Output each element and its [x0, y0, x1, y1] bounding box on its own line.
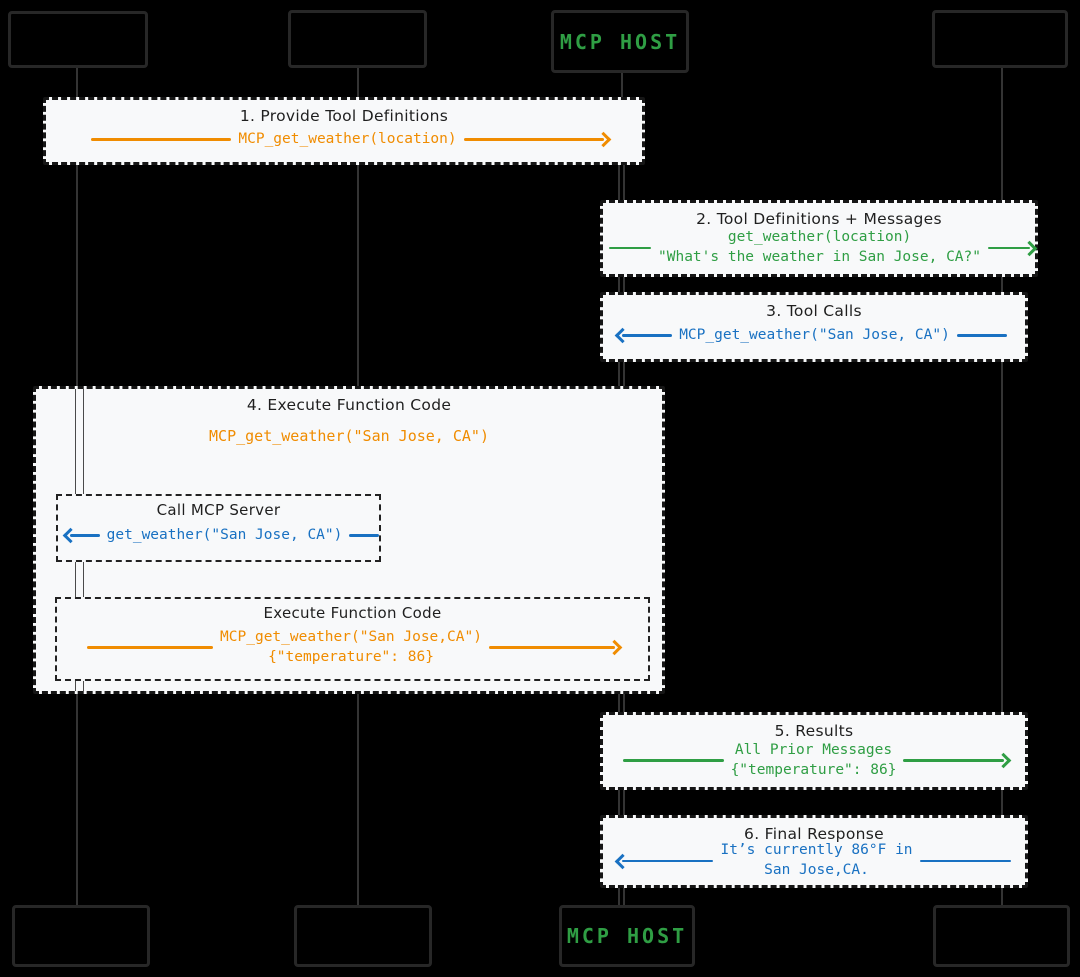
submessage-1-title: Call MCP Server — [156, 501, 281, 519]
message-2-tool-definitions-messages: 2. Tool Definitions + Messages get_weath… — [600, 200, 1038, 277]
message-4-title: 4. Execute Function Code — [246, 396, 452, 414]
message-6-final-response: 6. Final Response It’s currently 86°F in… — [600, 815, 1028, 888]
arrowhead-right-icon — [1021, 240, 1038, 256]
participant-box-top-4 — [932, 10, 1068, 68]
arrow-line — [87, 646, 214, 649]
lifeline-participant-4 — [1001, 66, 1003, 905]
message-2-code: get_weather(location) "What's the weathe… — [658, 229, 982, 265]
arrow-line — [609, 246, 651, 250]
participant-box-top-mcp-host: MCP HOST — [551, 10, 689, 73]
submessage-2-arrow-right: MCP_get_weather("San Jose,CA") {"tempera… — [57, 622, 648, 679]
submessage-1-code: get_weather("San Jose, CA") — [106, 526, 343, 543]
arrowhead-left-icon — [62, 527, 79, 544]
participant-box-bottom-4 — [933, 905, 1070, 967]
lifeline-mcp-host-stub — [621, 66, 623, 98]
message-6-title: 6. Final Response — [744, 825, 884, 843]
arrow-line — [623, 759, 724, 762]
message-1-code: MCP_get_weather(location) — [238, 130, 457, 147]
message-4-execute-function-code: 4. Execute Function Code MCP_get_weather… — [33, 386, 665, 694]
submessage-call-mcp-server: Call MCP Server get_weather("San Jose, C… — [56, 494, 381, 562]
message-6-arrow-left: It’s currently 86°F in San Jose,CA. — [603, 842, 1025, 885]
arrowhead-right-icon — [595, 131, 612, 148]
message-2-arrow-right: get_weather(location) "What's the weathe… — [603, 228, 1038, 274]
arrow-line — [70, 534, 100, 537]
submessage-1-arrow-left: get_weather("San Jose, CA") — [58, 519, 380, 560]
arrow-line — [622, 334, 673, 337]
message-5-title: 5. Results — [774, 722, 854, 740]
arrow-line — [988, 246, 1031, 250]
mcp-host-label: MCP HOST — [559, 29, 681, 54]
arrow-line — [463, 138, 604, 141]
participant-box-bottom-mcp-host: MCP HOST — [559, 905, 695, 967]
arrow-line — [349, 534, 380, 537]
submessage-2-title: Execute Function Code — [263, 604, 442, 622]
participant-box-bottom-1 — [12, 905, 150, 967]
arrowhead-right-icon — [995, 752, 1012, 769]
message-6-code: It’s currently 86°F in San Jose,CA. — [720, 842, 913, 878]
arrow-line — [919, 859, 1011, 863]
participant-box-bottom-2 — [294, 905, 432, 967]
arrow-line — [488, 646, 615, 649]
submessage-execute-function-code: Execute Function Code MCP_get_weather("S… — [55, 597, 650, 681]
arrow-line — [956, 334, 1007, 337]
arrow-line — [91, 138, 232, 141]
message-1-provide-tool-definitions: 1. Provide Tool Definitions MCP_get_weat… — [43, 97, 645, 165]
mcp-host-label: MCP HOST — [566, 924, 688, 948]
message-5-arrow-right: All Prior Messages {"temperature": 86} — [603, 740, 1025, 787]
message-3-code: MCP_get_weather("San Jose, CA") — [679, 326, 950, 343]
arrow-line — [903, 759, 1004, 762]
message-5-results: 5. Results All Prior Messages {"temperat… — [600, 712, 1028, 790]
participant-box-top-1 — [8, 11, 148, 68]
arrowhead-right-icon — [606, 639, 623, 656]
arrow-line — [622, 859, 714, 863]
message-3-title: 3. Tool Calls — [766, 302, 862, 320]
participant-box-top-2 — [288, 10, 427, 68]
message-3-arrow-left: MCP_get_weather("San Jose, CA") — [603, 320, 1025, 359]
submessage-2-code: MCP_get_weather("San Jose,CA") {"tempera… — [220, 628, 482, 665]
message-1-arrow-right: MCP_get_weather(location) — [46, 125, 642, 162]
arrowhead-left-icon — [614, 853, 631, 869]
arrowhead-left-icon — [614, 327, 631, 344]
message-1-title: 1. Provide Tool Definitions — [239, 107, 449, 125]
message-5-code: All Prior Messages {"temperature": 86} — [730, 741, 897, 778]
message-2-title: 2. Tool Definitions + Messages — [696, 210, 942, 228]
message-4-code: MCP_get_weather("San Jose, CA") — [209, 427, 489, 445]
message-3-tool-calls: 3. Tool Calls MCP_get_weather("San Jose,… — [600, 292, 1028, 362]
